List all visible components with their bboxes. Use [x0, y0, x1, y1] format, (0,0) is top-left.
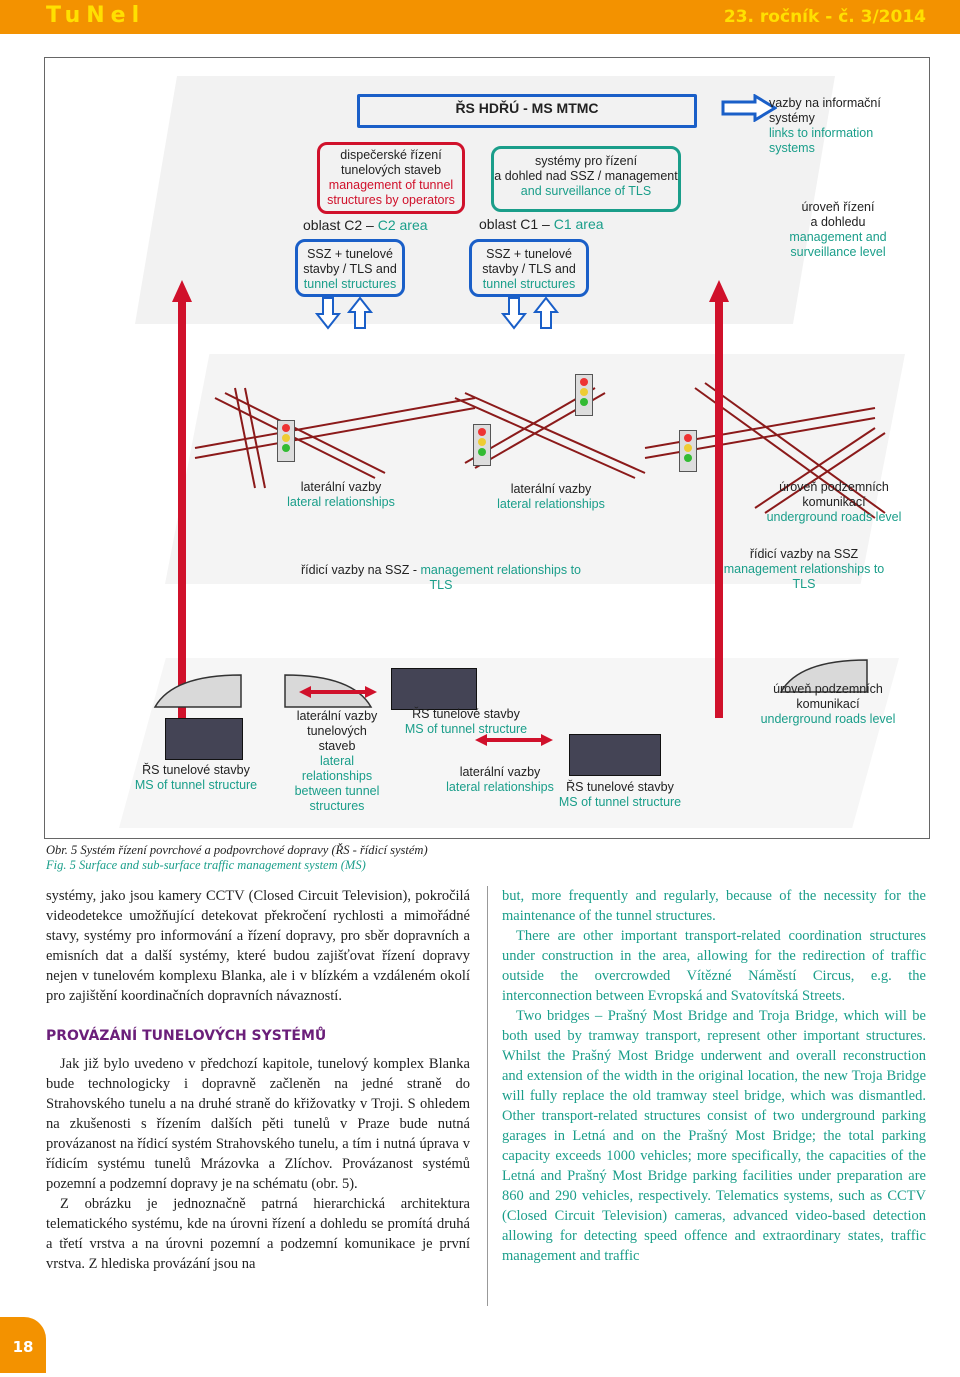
updown-arrows-icon	[315, 296, 374, 330]
traffic-light-icon	[679, 430, 697, 472]
tunnel-icon	[779, 659, 868, 693]
column-divider	[487, 886, 488, 1306]
rs-hdru-label: ŘS HDŘÚ - MS MTMC	[455, 100, 599, 116]
traffic-light-icon	[277, 420, 295, 462]
magazine-logo: TuNel	[46, 3, 146, 28]
rs-mid-label: ŘS tunelové stavby MS of tunnel structur…	[404, 707, 528, 736]
red-arrow-head	[709, 280, 729, 302]
updown-arrows-icon	[501, 296, 560, 330]
systemy-label: systémy pro řízení a dohled nad SSZ / ma…	[494, 154, 678, 198]
lateral-bottom-label: laterální vazby lateral relationships	[446, 765, 554, 794]
uroven-pod-label: úroveň podzemních komunikací underground…	[766, 480, 902, 524]
systemy-box	[491, 146, 681, 212]
server-rack-icon	[165, 718, 243, 760]
lateral-double-arrow-icon	[299, 686, 377, 698]
paragraph: Two bridges – Prašný Most Bridge and Tro…	[502, 1008, 926, 1264]
rs-right-label: ŘS tunelové stavby MS of tunnel structur…	[558, 780, 682, 809]
lateral-tunnel-label: laterální vazby tunelových staveb latera…	[294, 709, 380, 813]
ridici-label-1: řídicí vazby na SSZ - management relatio…	[300, 563, 581, 592]
area-c1-label: oblast C1 – C1 area	[479, 216, 604, 232]
ridici-label-2: řídicí vazby na SSZ management relations…	[723, 547, 885, 591]
ssz-c1-box	[469, 239, 589, 297]
server-rack-icon	[569, 734, 661, 776]
dispecer-box	[317, 142, 465, 214]
tunnel-icon	[153, 674, 242, 708]
ssz-c2-label: SSZ + tunelové stavby / TLS and tunnel s…	[303, 247, 397, 291]
left-column: systémy, jako jsou kamery CCTV (Closed C…	[46, 886, 470, 1274]
red-arrow-icon	[178, 298, 186, 718]
caption-en: Fig. 5 Surface and sub-surface traffic m…	[46, 858, 366, 872]
right-column: but, more frequently and regularly, beca…	[502, 886, 926, 1266]
figure-5: ŘS HDŘÚ - MS MTMC dispečerské řízení tun…	[44, 57, 930, 839]
lateral-label-1: laterální vazby lateral relationships	[287, 480, 395, 509]
links-arrow-icon	[721, 94, 777, 122]
paragraph: There are other important transport-rela…	[502, 928, 926, 1004]
area-c2-label: oblast C2 – C2 area	[303, 217, 428, 233]
figure-caption: Obr. 5 Systém řízení povrchové a podpovr…	[46, 843, 428, 873]
ssz-c2-box	[295, 239, 405, 297]
page-number: 18	[0, 1317, 46, 1373]
rs-left-label: ŘS tunelové stavby MS of tunnel structur…	[134, 763, 258, 792]
middle-plane	[165, 354, 905, 584]
server-rack-icon	[391, 668, 477, 710]
caption-cz: Obr. 5 Systém řízení povrchové a podpovr…	[46, 843, 428, 857]
uroven-rizeni-label: úroveň řízení a dohledu management and s…	[789, 200, 887, 259]
paragraph: systémy, jako jsou kamery CCTV (Closed C…	[46, 888, 470, 1004]
red-arrow-head	[172, 280, 192, 302]
dispecer-label: dispečerské řízení tunelových staveb man…	[327, 148, 455, 207]
ssz-c1-label: SSZ + tunelové stavby / TLS and tunnel s…	[482, 247, 576, 291]
lateral-double-arrow-icon	[475, 734, 553, 746]
bottom-plane	[119, 658, 899, 828]
traffic-light-icon	[473, 424, 491, 466]
rs-hdru-box	[357, 94, 697, 128]
red-arrow-icon	[715, 298, 723, 718]
road-network-icon	[194, 382, 886, 519]
page-header: TuNel 23. ročník - č. 3/2014	[0, 0, 960, 34]
uroven-pod2-label: úroveň podzemních komunikací underground…	[760, 682, 896, 726]
issue-label: 23. ročník - č. 3/2014	[723, 7, 926, 27]
links-label: vazby na informační systémy links to inf…	[769, 96, 881, 155]
traffic-light-icon	[575, 374, 593, 416]
paragraph: but, more frequently and regularly, beca…	[502, 888, 926, 924]
paragraph: Jak již bylo uvedeno v předchozí kapitol…	[46, 1056, 470, 1192]
paragraph: Z obrázku je jednoznačně patrná hierarch…	[46, 1196, 470, 1272]
lateral-label-2: laterální vazby lateral relationships	[497, 482, 605, 511]
section-heading: PROVÁZÁNÍ TUNELOVÝCH SYSTÉMŮ	[46, 1028, 327, 1044]
